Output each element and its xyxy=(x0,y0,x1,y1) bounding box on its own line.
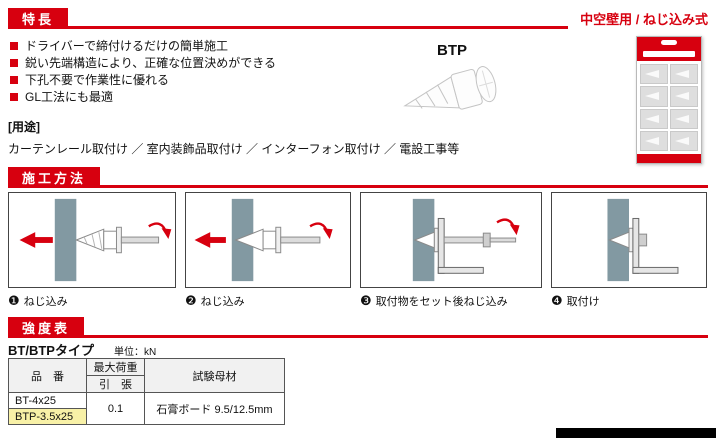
table-row: BTP-3.5x25 xyxy=(8,408,285,425)
step1-diagram xyxy=(19,198,172,282)
feature-bullet-text: 鋭い先端構造により、正確な位置決めができる xyxy=(25,56,277,70)
bullet-square-icon xyxy=(10,41,18,50)
feature-bullet: ドライバーで締付けるだけの簡単施工 xyxy=(10,37,276,54)
package-item xyxy=(640,64,668,85)
usage-text: カーテンレール取付け ／ 室内装飾品取付け ／ インターフォン取付け ／ 電設工… xyxy=(8,142,460,156)
package-header xyxy=(637,37,701,61)
installation-section-title: 施工方法 xyxy=(8,167,101,188)
bullet-square-icon xyxy=(10,58,18,67)
page-footer-bar xyxy=(556,428,716,438)
step-number-icon: ❸ xyxy=(360,293,372,308)
screw-head xyxy=(482,232,491,248)
col-header-tension: 引 張 xyxy=(86,375,145,393)
bracket xyxy=(632,217,640,274)
installation-section-header: 施工方法 xyxy=(8,167,708,188)
usage-title: [用途] xyxy=(8,120,40,134)
product-cell-highlighted: BTP-3.5x25 xyxy=(8,408,87,425)
package-item-grid xyxy=(637,61,701,154)
tension-value-cell: 0.1 xyxy=(86,392,145,425)
step3-diagram-box xyxy=(360,192,542,288)
feature-bullet: 下孔不要で作業性に優れる xyxy=(10,71,276,88)
features-section-title: 特長 xyxy=(8,8,69,29)
step2-diagram xyxy=(194,198,333,282)
strength-section-title: 強度表 xyxy=(8,317,85,338)
anchor-cone xyxy=(74,228,105,252)
strength-subtitle-row: BT/BTPタイプ 単位：kN xyxy=(8,340,156,359)
step4-diagram-box xyxy=(551,192,707,288)
package-item xyxy=(670,108,698,129)
col-header-product: 品 番 xyxy=(8,358,87,393)
wall xyxy=(54,198,77,282)
feature-bullet: 鋭い先端構造により、正確な位置決めができる xyxy=(10,54,276,71)
feature-bullet-text: ドライバーで締付けるだけの簡単施工 xyxy=(25,39,229,53)
package-item xyxy=(670,64,698,85)
feature-bullet: GL工法にも最適 xyxy=(10,88,276,105)
step-number-icon: ❷ xyxy=(185,293,197,308)
product-name-label: BTP xyxy=(437,42,467,59)
driver-shaft xyxy=(120,236,160,244)
strength-section-header: 強度表 xyxy=(8,317,708,338)
package-item xyxy=(640,86,668,107)
bracket xyxy=(437,217,445,274)
section-rule xyxy=(84,317,708,338)
feature-bullet-text: 下孔不要で作業性に優れる xyxy=(25,73,170,87)
type-label: BT/BTPタイプ xyxy=(8,343,94,358)
bullet-square-icon xyxy=(10,92,18,101)
feature-bullet-list: ドライバーで締付けるだけの簡単施工 鋭い先端構造により、正確な位置決めができる … xyxy=(10,37,276,105)
feature-bullet-text: GL工法にも最適 xyxy=(25,90,114,104)
section-rule xyxy=(68,8,569,29)
step-text: ねじ込み xyxy=(200,296,245,308)
bullet-square-icon xyxy=(10,75,18,84)
step-text: 取付け xyxy=(566,296,600,308)
package-item xyxy=(640,130,668,151)
col-header-max-load: 最大荷重 xyxy=(86,358,145,376)
btp-anchor-photo xyxy=(403,66,497,110)
push-arrow-icon xyxy=(19,232,36,248)
features-section-header: 特長 中空壁用 / ねじ込み式 xyxy=(8,8,708,29)
product-cell: BT-4x25 xyxy=(8,392,87,409)
step2-diagram-box xyxy=(185,192,351,288)
step-text: 取付物をセット後ねじ込み xyxy=(375,296,508,308)
material-value-cell: 石膏ボード 9.5/12.5mm xyxy=(144,392,285,425)
step-number-icon: ❹ xyxy=(551,293,563,308)
package-item xyxy=(640,108,668,129)
unit-label: 単位：kN xyxy=(113,347,157,358)
product-category-label: 中空壁用 / ねじ込み式 xyxy=(580,12,708,27)
package-footer xyxy=(637,154,701,163)
screw-shaft xyxy=(443,236,484,244)
step1-diagram-box xyxy=(8,192,176,288)
strength-table: 品 番 最大荷重 試験母材 引 張 BT-4x25 0.1 石膏ボード 9.5/… xyxy=(8,358,285,425)
step-text: ねじ込み xyxy=(23,296,68,308)
package-item xyxy=(670,86,698,107)
col-header-material: 試験母材 xyxy=(144,358,285,393)
push-arrow-icon xyxy=(194,232,211,248)
driver-shaft xyxy=(280,236,321,244)
table-row: BT-4x25 0.1 石膏ボード 9.5/12.5mm xyxy=(8,392,285,425)
step3-diagram xyxy=(412,198,520,282)
product-package-image xyxy=(636,36,702,164)
section-rule xyxy=(100,167,708,188)
installation-diagrams xyxy=(8,192,708,288)
step-number-icon: ❶ xyxy=(8,293,20,308)
screw-head xyxy=(638,233,648,247)
step4-diagram xyxy=(607,198,679,282)
package-item xyxy=(670,130,698,151)
